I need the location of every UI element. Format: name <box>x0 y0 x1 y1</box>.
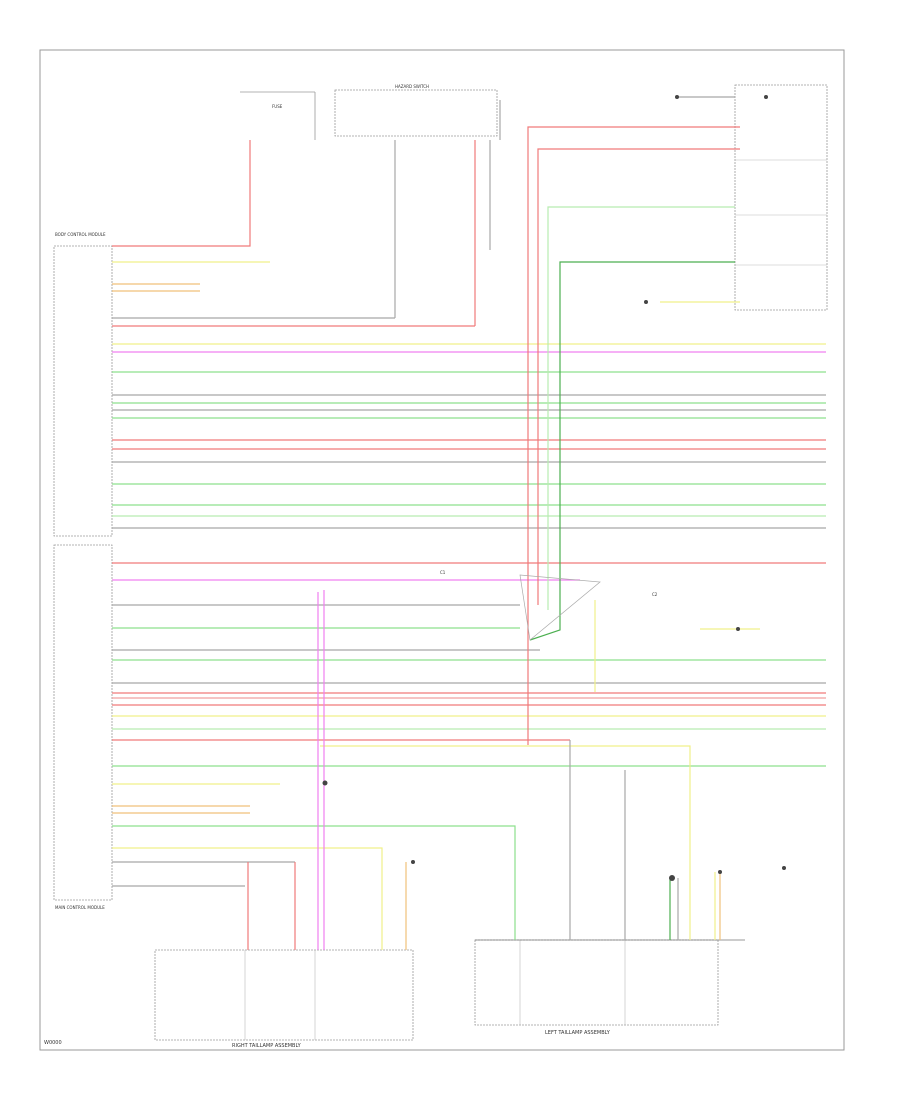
connector-c2-label: C2 <box>652 592 658 597</box>
wire-39 <box>112 825 516 940</box>
hazard-switch-box <box>334 89 498 137</box>
hazard-switch-label: HAZARD SWITCH <box>395 84 430 89</box>
left-module-top-label: BODY CONTROL MODULE <box>55 232 106 237</box>
connector-dot-7 <box>782 866 786 870</box>
right-taillamp-assembly-box <box>154 949 414 1041</box>
wire-44 <box>527 126 740 745</box>
connector-dot-2 <box>764 95 768 99</box>
wire-group <box>112 96 826 950</box>
left-taillamp-assembly-box <box>474 939 719 1026</box>
wire-47 <box>529 261 735 641</box>
right-lamp-box <box>734 84 828 311</box>
fuse-label: FUSE <box>272 104 283 109</box>
footer-id: W0000 <box>44 1040 62 1046</box>
connector-dot-5 <box>411 860 415 864</box>
module-block-bottom <box>53 544 113 901</box>
connector-dot-6 <box>718 870 722 874</box>
connector-dot-3 <box>675 95 679 99</box>
connector-dot-1 <box>644 300 648 304</box>
wire-46 <box>547 206 735 610</box>
connector-dot-4 <box>736 627 740 631</box>
wire-45 <box>537 148 740 605</box>
splice-triangle <box>519 574 601 641</box>
ground-dot-1 <box>322 780 328 786</box>
left-module-bottom-label: MAIN CONTROL MODULE <box>55 905 105 910</box>
diagram-border <box>39 49 845 1051</box>
module-block-top <box>53 245 113 537</box>
wire-49 <box>320 745 691 940</box>
right-taillamp-assembly-label: RIGHT TAILLAMP ASSEMBLY <box>232 1043 301 1049</box>
wire-40 <box>112 847 383 950</box>
ground-dot-2 <box>669 875 675 881</box>
left-taillamp-assembly-label: LEFT TAILLAMP ASSEMBLY <box>545 1030 610 1036</box>
connector-c1-label: C1 <box>440 570 446 575</box>
wire-27 <box>112 140 251 247</box>
